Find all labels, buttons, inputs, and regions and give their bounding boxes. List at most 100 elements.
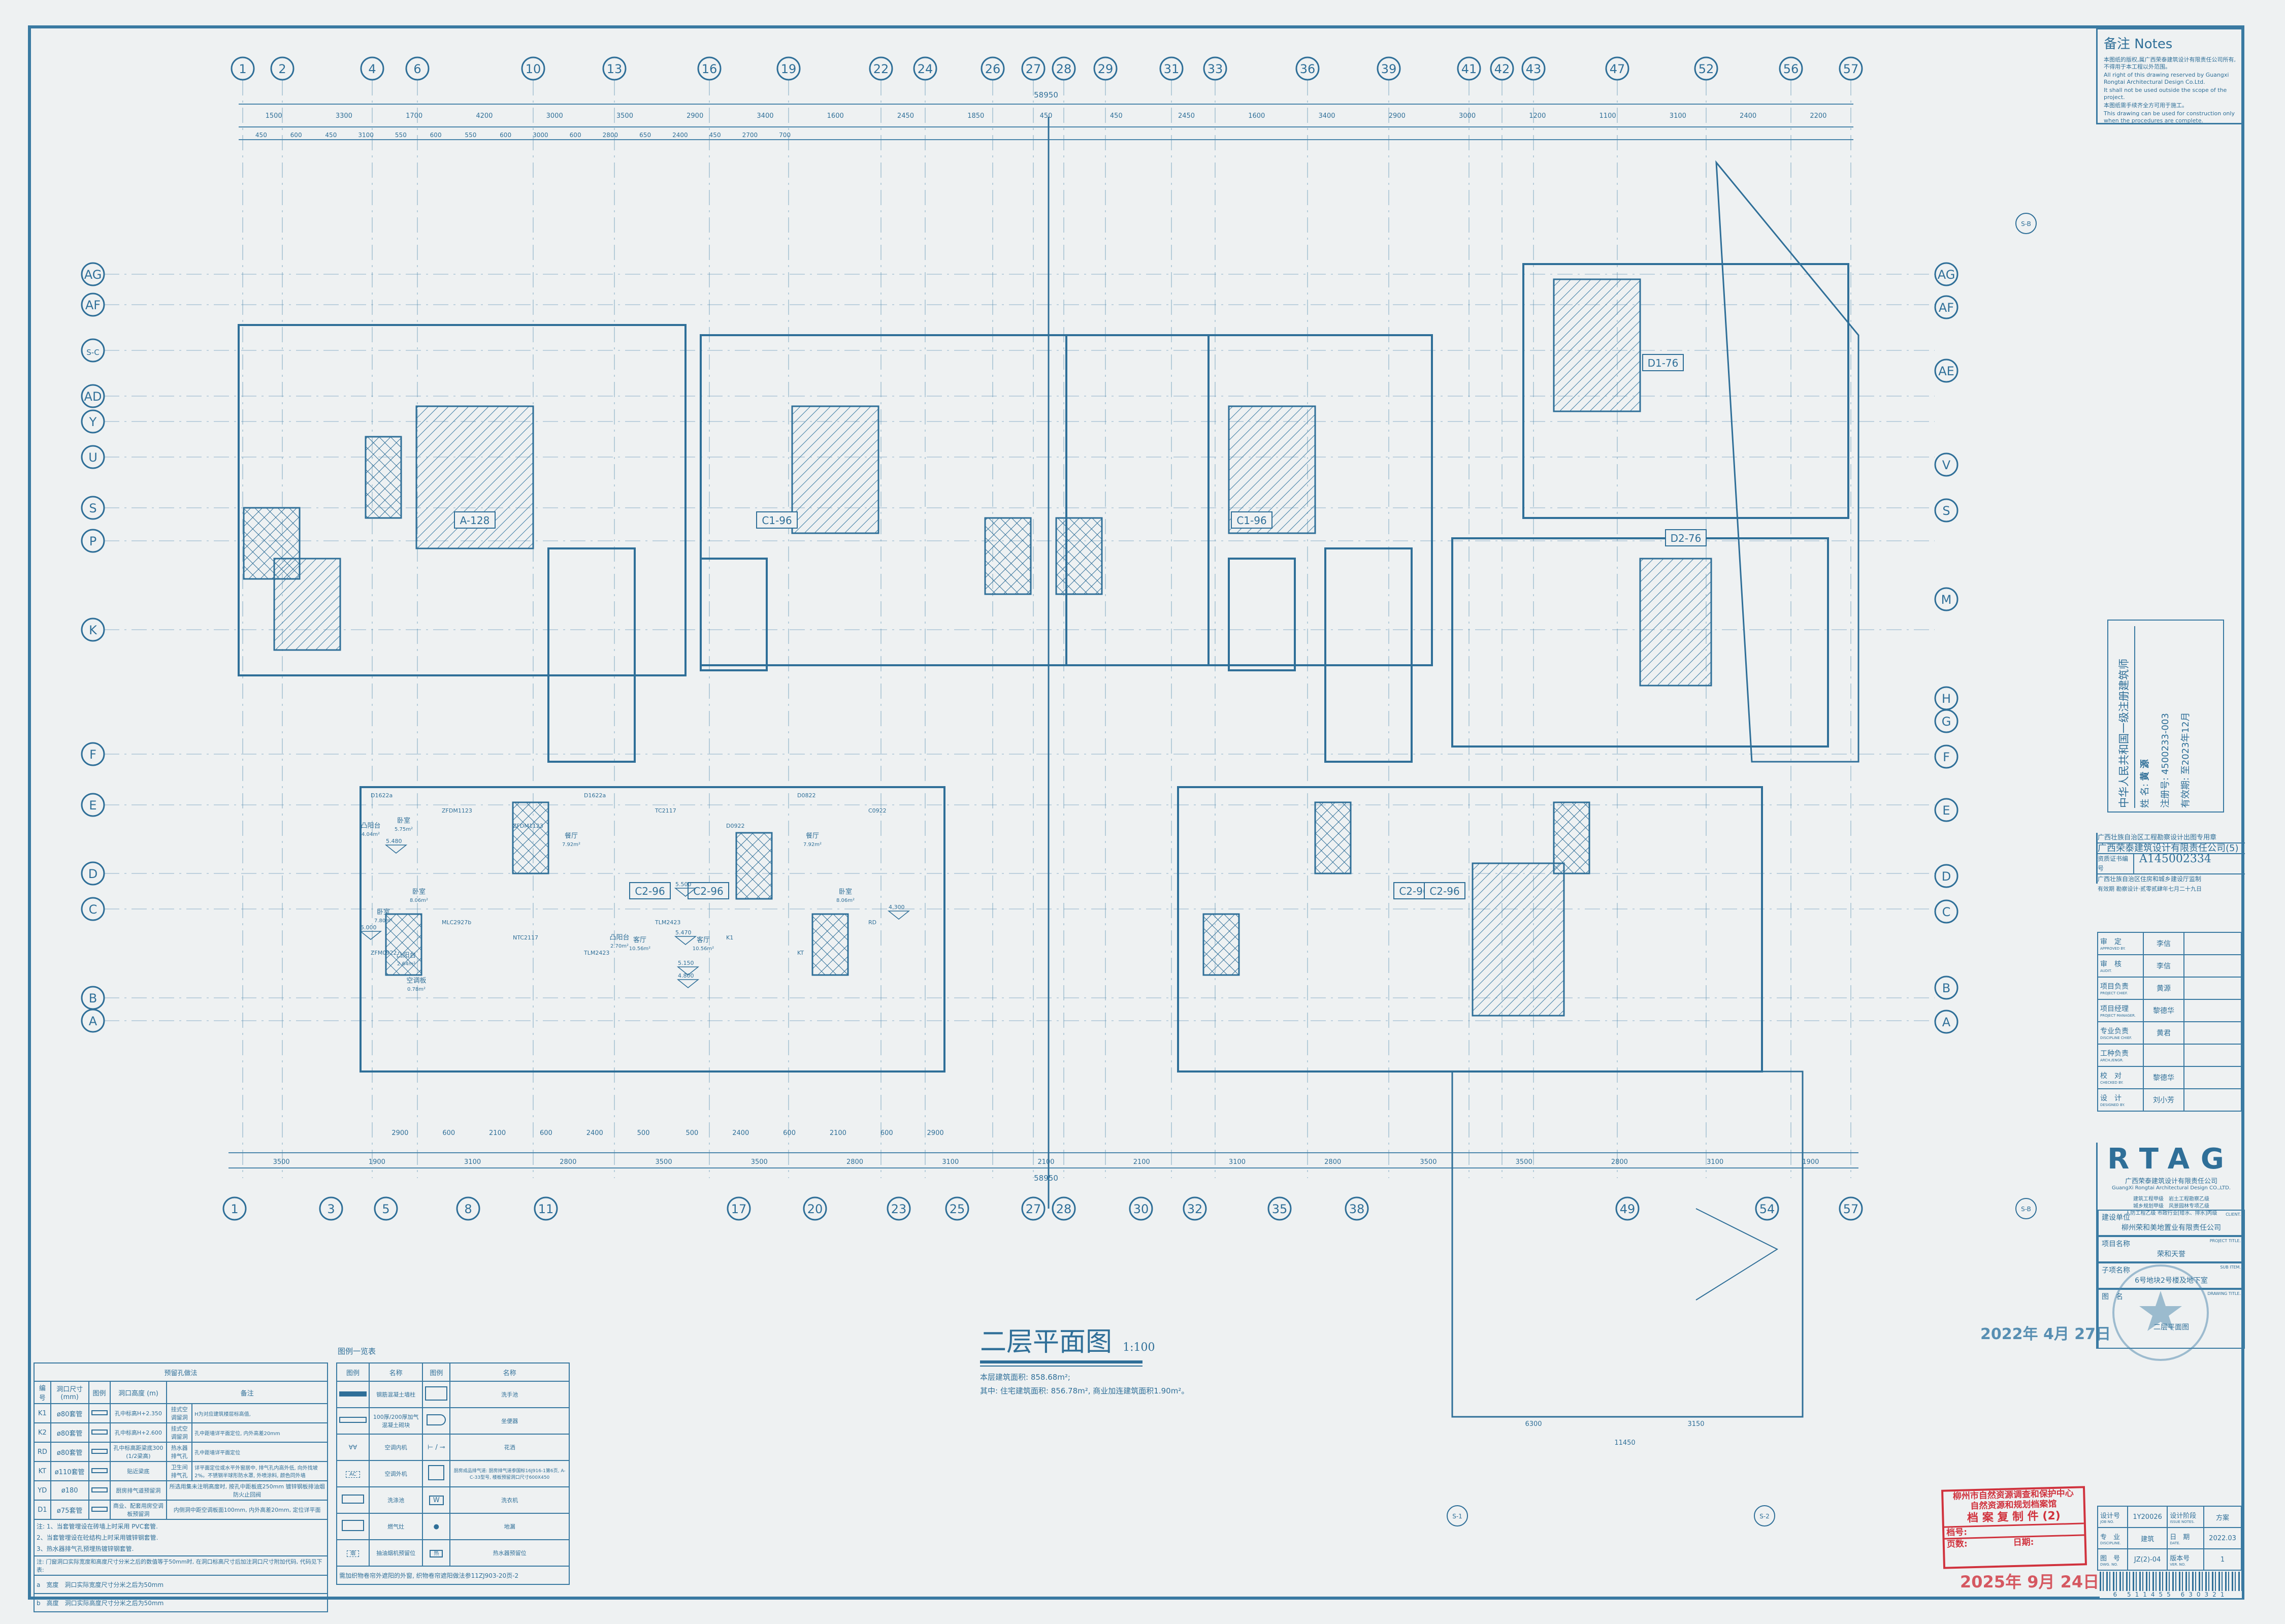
svg-text:C: C bbox=[89, 902, 97, 917]
dim-top: 2900 bbox=[1389, 112, 1406, 120]
axis-bubble-top: 1 bbox=[231, 56, 255, 81]
svg-text:20: 20 bbox=[807, 1202, 823, 1216]
door-window-tag: TC2117 bbox=[655, 807, 676, 814]
svg-text:B: B bbox=[89, 991, 97, 1005]
svg-text:S-2: S-2 bbox=[1759, 1513, 1770, 1520]
seal-star-icon bbox=[2139, 1291, 2182, 1331]
cert-issuer: 广西壮族自治区住房和城乡建设厅监制 bbox=[2098, 875, 2202, 883]
door-window-tag: D1622a bbox=[584, 792, 606, 799]
hole-code: K1 bbox=[34, 1403, 51, 1423]
axis-bubble-top: 13 bbox=[602, 56, 627, 81]
opening-code-row: b 高度 洞口实际高度尺寸分米之后为50mm bbox=[34, 1593, 328, 1612]
signoff-role: 校 对 bbox=[2100, 1072, 2121, 1080]
svg-text:7.92m²: 7.92m² bbox=[562, 842, 580, 848]
svg-text:AD: AD bbox=[84, 389, 102, 404]
signoff-role: 项目负责 bbox=[2100, 983, 2129, 991]
door-window-tag: ZFDM1123 bbox=[442, 807, 472, 814]
door-window-tag: ZFM0922 bbox=[371, 950, 397, 956]
svg-text:52: 52 bbox=[1699, 62, 1714, 76]
axis-bubble-bottom: 28 bbox=[1052, 1196, 1076, 1221]
level-mark: 5.470 bbox=[674, 929, 697, 945]
meta-label-en: JOB NO. bbox=[2100, 1519, 2114, 1524]
door-window-tag: ZFDM1123 bbox=[513, 823, 543, 829]
legend-symbol-icon bbox=[422, 1381, 451, 1408]
axis-bubble-left: AG bbox=[81, 262, 105, 286]
seal-reg: 4500233-003 bbox=[2160, 713, 2171, 775]
svg-text:28: 28 bbox=[1056, 62, 1072, 76]
svg-text:餐厅: 餐厅 bbox=[565, 832, 578, 840]
svg-text:凸阳台: 凸阳台 bbox=[361, 822, 380, 830]
seal-line1: 广西壮族自治区工程勘察设计出图专用章 bbox=[2098, 833, 2245, 843]
axis-bubble-bottom: 27 bbox=[1021, 1196, 1046, 1221]
legend-name: 坐便器 bbox=[449, 1407, 570, 1435]
svg-text:38: 38 bbox=[1349, 1202, 1365, 1216]
hole-header: 洞口高度 (m) bbox=[109, 1381, 168, 1404]
svg-text:35: 35 bbox=[1272, 1202, 1288, 1216]
axis-bubble-top: 57 bbox=[1839, 56, 1863, 81]
signoff-role-en: APPROVED BY. bbox=[2100, 947, 2126, 951]
dim-bottom-row2: 500 bbox=[637, 1129, 650, 1137]
axis-bubble-left: B bbox=[81, 986, 105, 1010]
dim-bottom-row2: 600 bbox=[442, 1129, 455, 1137]
signoff-role: 专业负责 bbox=[2100, 1027, 2129, 1035]
legend-name: 空调外机 bbox=[368, 1460, 423, 1487]
seal-name-label: 姓 名: bbox=[2140, 784, 2150, 808]
svg-text:7.80m²: 7.80m² bbox=[374, 918, 393, 924]
dim-top: 2200 bbox=[1810, 112, 1826, 120]
dim-bottom-row2: 2900 bbox=[927, 1129, 944, 1137]
legend-symbol-icon bbox=[336, 1407, 370, 1435]
dim-top: 3500 bbox=[616, 112, 633, 120]
dim-bottom-row2: 2100 bbox=[489, 1129, 506, 1137]
svg-text:26: 26 bbox=[985, 62, 1001, 76]
code-desc: 洞口实际高度尺寸分米之后为50mm bbox=[64, 1599, 164, 1607]
legend-table: 图例名称图例名称 钢筋混凝土墙柱 洗手池 100厚/200厚加气混凝土砌块 坐便… bbox=[336, 1362, 570, 1585]
seal-name: 黄 源 bbox=[2140, 759, 2150, 781]
legend-header: 名称 bbox=[368, 1362, 423, 1382]
door-window-tag: RD bbox=[868, 919, 876, 926]
svg-text:1: 1 bbox=[239, 62, 246, 76]
signoff-role-en: AUDIT. bbox=[2100, 969, 2112, 973]
axis-bubble-right: F bbox=[1934, 744, 1958, 769]
project-title-label: 项目名称 bbox=[2102, 1240, 2130, 1248]
hole-symbol-icon bbox=[88, 1480, 111, 1501]
approval-seal bbox=[2112, 1264, 2209, 1361]
svg-text:27: 27 bbox=[1026, 1202, 1041, 1216]
legend-header: 名称 bbox=[449, 1362, 570, 1382]
signature bbox=[2183, 1044, 2242, 1067]
axis-bubble-top: 4 bbox=[360, 56, 384, 81]
svg-text:25: 25 bbox=[950, 1202, 965, 1216]
door-window-tag: KT bbox=[797, 950, 804, 956]
axis-bubble-bottom: 17 bbox=[727, 1196, 751, 1221]
legend-name: 洗手池 bbox=[449, 1381, 570, 1408]
svg-text:AF: AF bbox=[1939, 301, 1954, 315]
legend-symbol-icon: ∀∀ bbox=[336, 1434, 370, 1461]
meta-value: 方案 bbox=[2203, 1506, 2242, 1528]
dim-top-row2: 700 bbox=[779, 132, 791, 139]
svg-text:56: 56 bbox=[1783, 62, 1799, 76]
legend-symbol-icon bbox=[336, 1513, 370, 1540]
dim-top-row2: 3100 bbox=[358, 132, 374, 139]
legend-row: 燃气灶 ●地漏 bbox=[336, 1513, 570, 1540]
legend-name: 抽油烟机预留位 bbox=[368, 1539, 423, 1567]
door-window-tag: NTC2117 bbox=[513, 934, 538, 941]
note-item: 本图纸需手续齐全方可用于施工。 bbox=[2104, 102, 2188, 109]
dim-top: 1500 bbox=[266, 112, 282, 120]
signoff-role: 审 核 bbox=[2100, 960, 2121, 968]
legend-symbol-icon: ⊢ / ⊸ bbox=[422, 1434, 451, 1461]
dim-bottom: 2800 bbox=[846, 1158, 863, 1166]
dim-bottom: 3100 bbox=[1229, 1158, 1246, 1166]
axis-bubble-left: D bbox=[81, 861, 105, 886]
hole-code: D1 bbox=[34, 1500, 51, 1520]
svg-text:10: 10 bbox=[526, 62, 541, 76]
dim-bottom: 3500 bbox=[751, 1158, 768, 1166]
axis-bubble-top: 26 bbox=[981, 56, 1005, 81]
axis-bubble-bottom: 57 bbox=[1839, 1196, 1863, 1221]
note-item: This drawing can be used for constructio… bbox=[2104, 110, 2235, 124]
dim-bottom: 3100 bbox=[942, 1158, 959, 1166]
meta-label-en: VER. NO. bbox=[2170, 1562, 2186, 1567]
